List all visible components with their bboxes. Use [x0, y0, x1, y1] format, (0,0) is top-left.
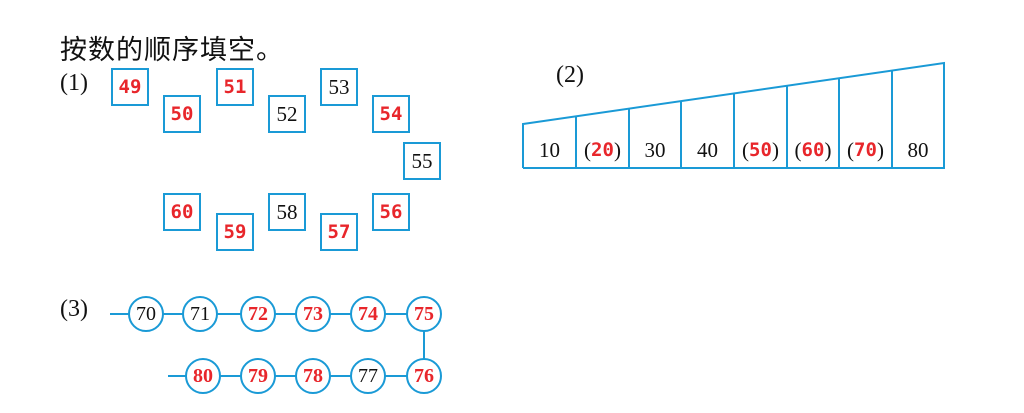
- number-box-8: 57: [320, 213, 358, 251]
- chain-circle-top-4: 74: [350, 296, 386, 332]
- ladder-cell-7: 80: [907, 137, 929, 162]
- ladder-cell-5: (60): [794, 137, 832, 162]
- ladder-cell-3: 40: [697, 137, 718, 162]
- part1-label: (1): [60, 70, 88, 96]
- number-box-4: 53: [320, 68, 358, 106]
- number-box-11: 60: [163, 193, 201, 231]
- chain-circle-bottom-3: 77: [350, 358, 386, 394]
- ladder-cell-0: 10: [539, 137, 560, 162]
- chain-circle-top-1: 71: [182, 296, 218, 332]
- number-ladder-frame: [522, 61, 945, 169]
- chain-circle-top-3: 73: [295, 296, 331, 332]
- chain-circle-bottom-0: 80: [185, 358, 221, 394]
- chain-circle-bottom-1: 79: [240, 358, 276, 394]
- number-box-0: 49: [111, 68, 149, 106]
- number-box-10: 59: [216, 213, 254, 251]
- number-box-7: 56: [372, 193, 410, 231]
- ladder-cell-1: (20): [584, 137, 621, 162]
- number-box-1: 50: [163, 95, 201, 133]
- chain-circle-top-0: 70: [128, 296, 164, 332]
- instruction-title: 按数的顺序填空。: [60, 35, 284, 66]
- number-box-5: 54: [372, 95, 410, 133]
- chain-circle-top-2: 72: [240, 296, 276, 332]
- chain-circle-bottom-2: 78: [295, 358, 331, 394]
- chain-circle-top-5: 75: [406, 296, 442, 332]
- chain-circle-bottom-4: 76: [406, 358, 442, 394]
- number-box-6: 55: [403, 142, 441, 180]
- part3-label: (3): [60, 296, 88, 322]
- ladder-cell-4: (50): [742, 137, 779, 162]
- number-box-2: 51: [216, 68, 254, 106]
- ladder-cell-2: 30: [644, 137, 666, 162]
- number-box-3: 52: [268, 95, 306, 133]
- part2-label: (2): [556, 62, 584, 88]
- number-box-9: 58: [268, 193, 306, 231]
- ladder-cell-6: (70): [847, 137, 884, 162]
